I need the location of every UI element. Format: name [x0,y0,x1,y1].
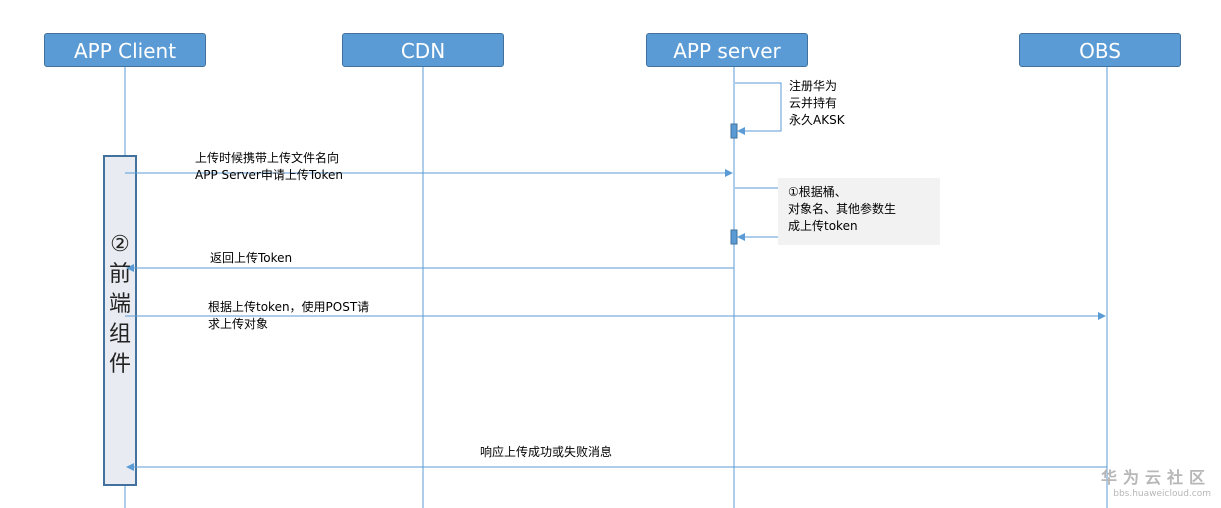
message-return-token: 返回上传Token [210,251,293,265]
participant-app-server: APP server [646,33,808,67]
server-activation-bar-1 [730,123,738,139]
front-label-number: ② [110,232,130,257]
client-activation-box [103,155,137,486]
participant-obs: OBS [1019,33,1181,67]
front-label-char-3: 组 [108,322,131,347]
watermark-url: bbs.huaweicloud.com [1113,489,1211,499]
note-box-generate-token [778,178,940,245]
participant-cdn: CDN [342,33,504,67]
participant-app-client: APP Client [44,33,206,67]
self-message-register [735,82,782,135]
watermark-title: 华为云社区 [1100,468,1211,487]
message-self-register: 注册华为 云并持有 永久AKSK [789,79,845,127]
server-activation-bar-2 [730,229,738,245]
message-request-token: 上传时候携带上传文件名向 APP Server申请上传Token [195,151,343,182]
front-label-char-1: 前 [108,262,131,287]
message-generate-token: ①根据桶、 对象名、其他参数生 成上传token [788,185,897,233]
front-label-char-2: 端 [108,292,131,317]
message-response: 响应上传成功或失败消息 [480,445,613,459]
front-label-char-4: 件 [108,352,131,377]
front-end-component-label: ② 前 端 组 件 [104,230,136,380]
message-post-upload: 根据上传token，使用POST请 求上传对象 [208,300,370,331]
watermark: 华为云社区 bbs.huaweicloud.com [1101,468,1211,500]
